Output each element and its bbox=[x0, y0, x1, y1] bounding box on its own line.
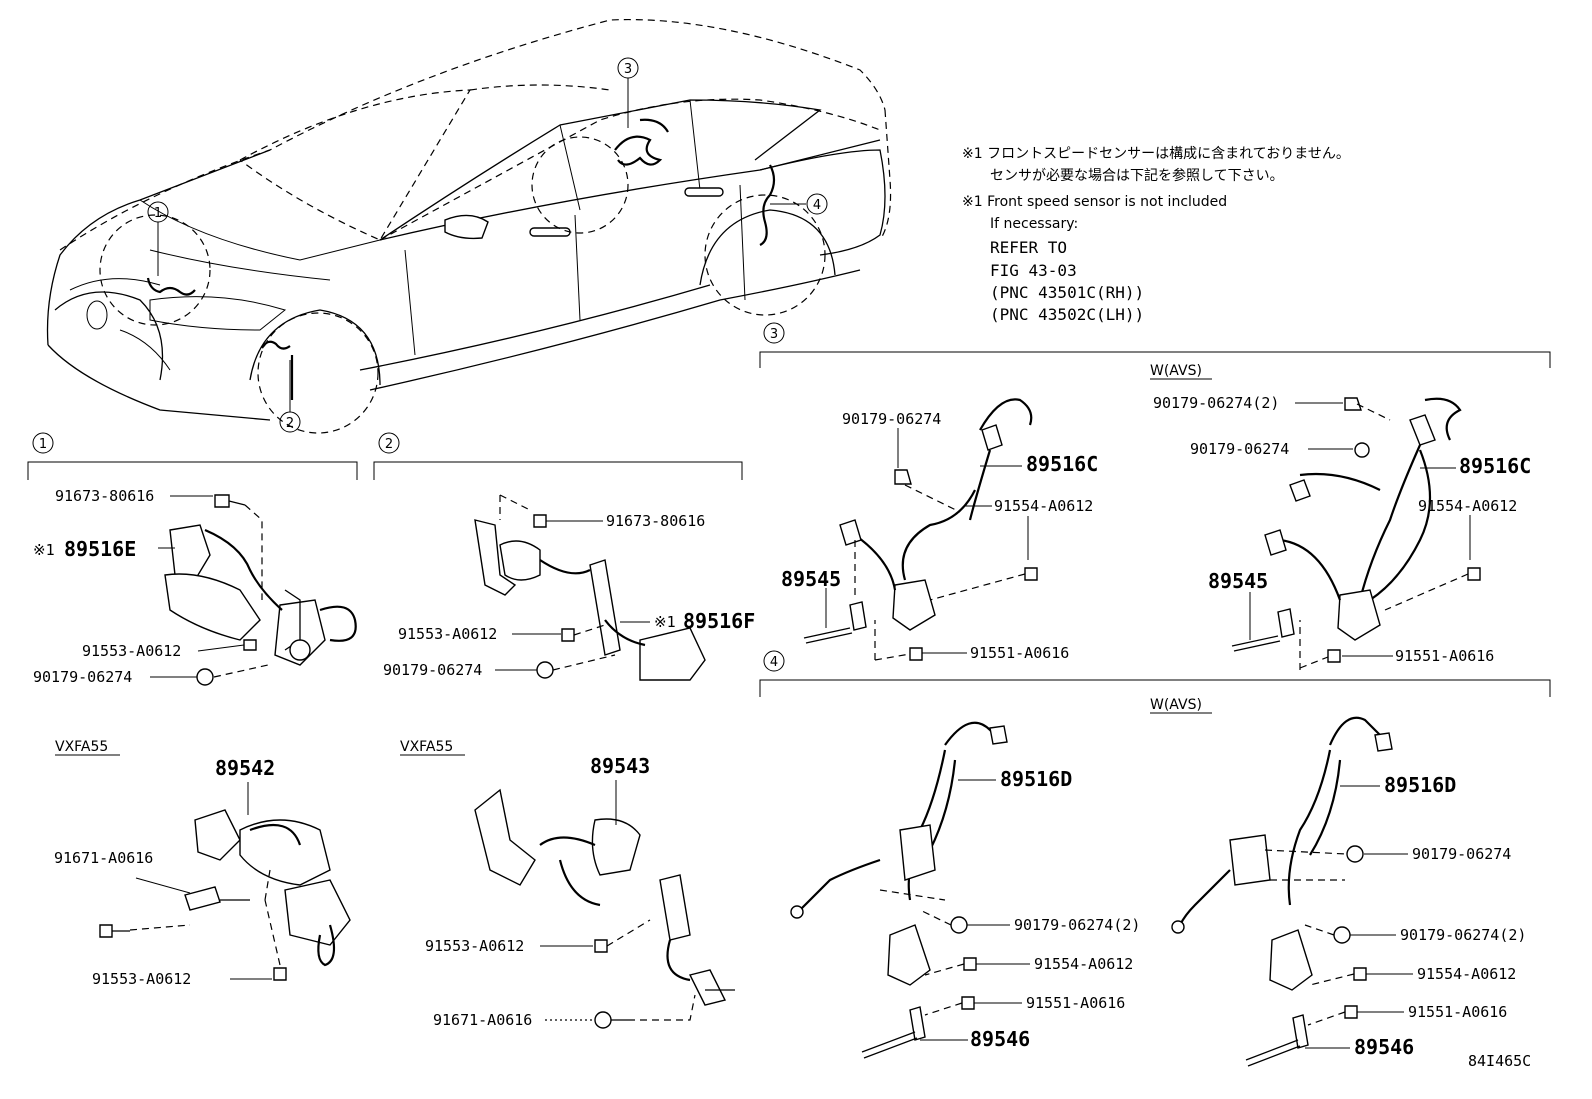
s3-left-bolt-a-label[interactable]: 91554-A0612 bbox=[994, 497, 1093, 515]
section-1: 1 91673-80616 ※1 89516E 91553-A0612 9017… bbox=[27, 432, 358, 686]
s3-right-sensor-label[interactable]: 89545 bbox=[1208, 569, 1268, 593]
svg-text:4: 4 bbox=[813, 198, 821, 213]
refer-line4: (PNC 43502C(LH)) bbox=[990, 305, 1144, 324]
s2-sensor-mark: ※1 bbox=[654, 613, 676, 631]
section-3: 3 W(AVS) 90179-06274 89516C 9155 bbox=[759, 322, 1551, 670]
s3-right-bolt-b-label[interactable]: 91551-A0616 bbox=[1395, 647, 1494, 665]
s1-sensor-label[interactable]: 89516E bbox=[64, 537, 136, 561]
svg-text:3: 3 bbox=[624, 62, 632, 77]
s2-clip-label[interactable]: 90179-06274 bbox=[383, 661, 482, 679]
s3-right-harness-label[interactable]: 89516C bbox=[1459, 454, 1531, 478]
note-en-line2: If necessary: bbox=[990, 216, 1078, 232]
s2-variant-sensor-label[interactable]: 89543 bbox=[590, 754, 650, 778]
section-1-variant: VXFA55 89542 91671-A0616 91553-A0612 bbox=[54, 739, 351, 988]
s4-right-clip-label[interactable]: 90179-06274 bbox=[1412, 845, 1511, 863]
s2-variant-bolt-b-label[interactable]: 91671-A0616 bbox=[433, 1011, 532, 1029]
note-jp-line1: ※1 フロントスピードセンサーは構成に含まれておりません。 bbox=[962, 146, 1350, 162]
s2-variant-bolt-a-label[interactable]: 91553-A0612 bbox=[425, 937, 524, 955]
svg-text:1: 1 bbox=[154, 206, 162, 221]
section-4-number: 4 bbox=[770, 655, 778, 670]
s3-right-clip-label[interactable]: 90179-06274 bbox=[1190, 440, 1289, 458]
refer-line3: (PNC 43501C(RH)) bbox=[990, 283, 1144, 302]
s4-left-harness-label[interactable]: 89516D bbox=[1000, 767, 1072, 791]
s2-bolt-mid-label[interactable]: 91553-A0612 bbox=[398, 625, 497, 643]
section-2-number: 2 bbox=[385, 437, 393, 452]
s1-bolt-top-label[interactable]: 91673-80616 bbox=[55, 487, 154, 505]
s2-variant-label: VXFA55 bbox=[400, 739, 453, 755]
note-en-line1: ※1 Front speed sensor is not included bbox=[962, 194, 1227, 210]
section-2-variant: VXFA55 89543 91553-A0612 91671-A0616 bbox=[400, 739, 735, 1029]
refer-line2: FIG 43-03 bbox=[990, 261, 1077, 280]
notes-block: ※1 フロントスピードセンサーは構成に含まれておりません。 センサが必要な場合は… bbox=[962, 146, 1350, 324]
section-2: 2 91673-80616 ※1 89516F 91553-A0612 9017… bbox=[373, 432, 755, 681]
s1-sensor-mark: ※1 bbox=[33, 541, 55, 559]
s1-variant-bolt-b-label[interactable]: 91553-A0612 bbox=[92, 970, 191, 988]
s3-left-sensor-label[interactable]: 89545 bbox=[781, 567, 841, 591]
car-callout-3[interactable]: 3 bbox=[617, 57, 639, 79]
s2-sensor-label[interactable]: 89516F bbox=[683, 609, 755, 633]
s1-variant-bolt-a-label[interactable]: 91671-A0616 bbox=[54, 849, 153, 867]
s4-right-bolt-b-label[interactable]: 91551-A0616 bbox=[1408, 1003, 1507, 1021]
s1-variant-sensor-label[interactable]: 89542 bbox=[215, 756, 275, 780]
car-callout-2[interactable]: 2 bbox=[279, 411, 301, 433]
s4-right-harness-label[interactable]: 89516D bbox=[1384, 773, 1456, 797]
s3-left-clip-label[interactable]: 90179-06274 bbox=[842, 410, 941, 428]
refer-line1: REFER TO bbox=[990, 238, 1067, 257]
s1-clip-label[interactable]: 90179-06274 bbox=[33, 668, 132, 686]
s4-left-bolt-b-label[interactable]: 91551-A0616 bbox=[1026, 994, 1125, 1012]
s3-left-bolt-b-label[interactable]: 91551-A0616 bbox=[970, 644, 1069, 662]
s4-right-bolt-a-label[interactable]: 91554-A0612 bbox=[1417, 965, 1516, 983]
s3-left-harness-label[interactable]: 89516C bbox=[1026, 452, 1098, 476]
s4-condition-label: W(AVS) bbox=[1150, 697, 1202, 713]
svg-text:2: 2 bbox=[286, 416, 294, 431]
section-3-number: 3 bbox=[770, 327, 778, 342]
s4-left-clip-qty-label[interactable]: 90179-06274(2) bbox=[1014, 916, 1140, 934]
car-callout-4[interactable]: 4 bbox=[806, 193, 828, 215]
note-jp-line2: センサが必要な場合は下記を参照して下さい。 bbox=[990, 167, 1284, 184]
s2-bolt-top-label[interactable]: 91673-80616 bbox=[606, 512, 705, 530]
car-callout-1[interactable]: 1 bbox=[147, 201, 169, 223]
s3-condition-label: W(AVS) bbox=[1150, 363, 1202, 379]
s4-right-clip-qty-label[interactable]: 90179-06274(2) bbox=[1400, 926, 1526, 944]
section-1-number: 1 bbox=[39, 437, 47, 452]
car-illustration bbox=[46, 19, 892, 434]
s3-right-bolt-a-label[interactable]: 91554-A0612 bbox=[1418, 497, 1517, 515]
figure-code: 84I465C bbox=[1468, 1052, 1531, 1070]
s1-bolt-mid-label[interactable]: 91553-A0612 bbox=[82, 642, 181, 660]
s3-right-clip-qty-label[interactable]: 90179-06274(2) bbox=[1153, 394, 1279, 412]
s4-right-sensor-label[interactable]: 89546 bbox=[1354, 1035, 1414, 1059]
s1-variant-label: VXFA55 bbox=[55, 739, 108, 755]
s4-left-sensor-label[interactable]: 89546 bbox=[970, 1027, 1030, 1051]
s4-left-bolt-a-label[interactable]: 91554-A0612 bbox=[1034, 955, 1133, 973]
section-4: 4 W(AVS) 89516D 90179-06274(2) 91554-A06… bbox=[759, 650, 1551, 1067]
